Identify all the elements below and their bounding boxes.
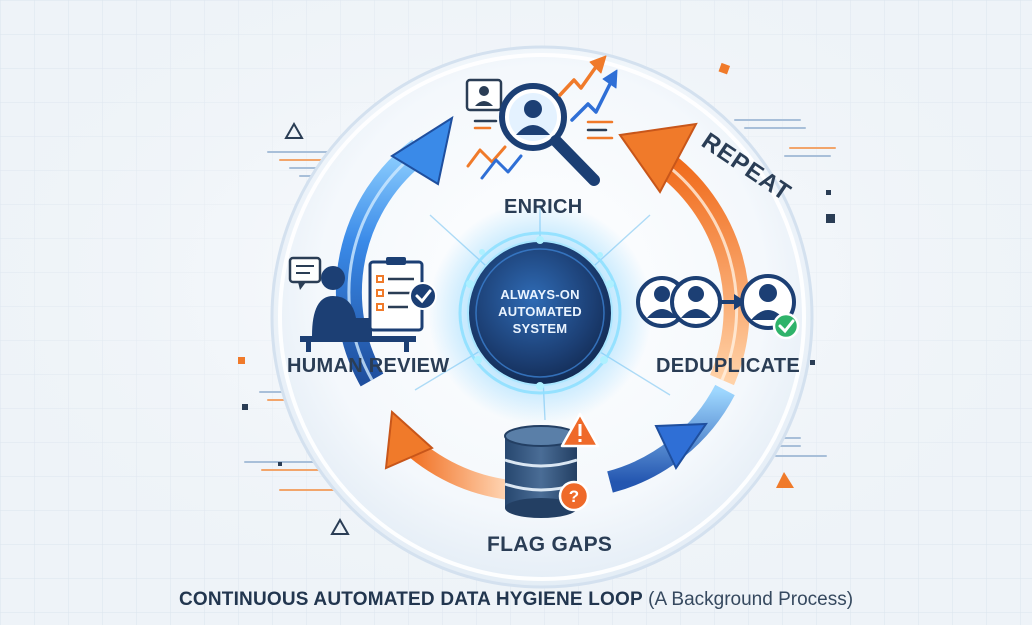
step-label-deduplicate: DEDUPLICATE	[656, 355, 801, 377]
question-badge-icon: ?	[558, 480, 590, 512]
hub-line-2: AUTOMATED	[498, 304, 582, 319]
step-label-enrich: ENRICH	[504, 196, 583, 218]
hub-line-1: ALWAYS-ON	[500, 287, 580, 302]
hub-label: ALWAYS-ON AUTOMATED SYSTEM	[460, 286, 620, 337]
orange-arrow-left	[384, 409, 512, 500]
hub	[428, 201, 652, 425]
reviewer-desk-icon	[300, 266, 416, 352]
blue-arrow-up	[335, 115, 454, 387]
warning-icon	[560, 412, 600, 448]
checklist-icon	[368, 257, 437, 332]
trend-arrows-icon	[466, 55, 618, 180]
caption-main: CONTINUOUS AUTOMATED DATA HYGIENE LOOP	[178, 589, 643, 610]
step-label-human-review: HUMAN REVIEW	[287, 355, 450, 377]
diagram-caption: CONTINUOUS AUTOMATED DATA HYGIENE LOOP (…	[0, 589, 1032, 611]
chat-bubble-icon	[288, 256, 322, 290]
database-icon	[504, 425, 578, 518]
step-label-flag-gaps: FLAG GAPS	[487, 533, 613, 556]
blue-arrow-down	[607, 384, 735, 493]
orange-arrow-up	[618, 122, 750, 386]
caption-sub: (A Background Process)	[648, 589, 854, 610]
enrich-data-lines	[473, 119, 614, 140]
profile-card-icon	[465, 78, 503, 112]
svg-text:?: ?	[569, 487, 579, 506]
merge-persons-icon	[636, 274, 796, 330]
check-badge-icon	[772, 312, 800, 340]
magnifier-person-icon	[499, 83, 600, 186]
hub-line-3: SYSTEM	[512, 321, 568, 336]
